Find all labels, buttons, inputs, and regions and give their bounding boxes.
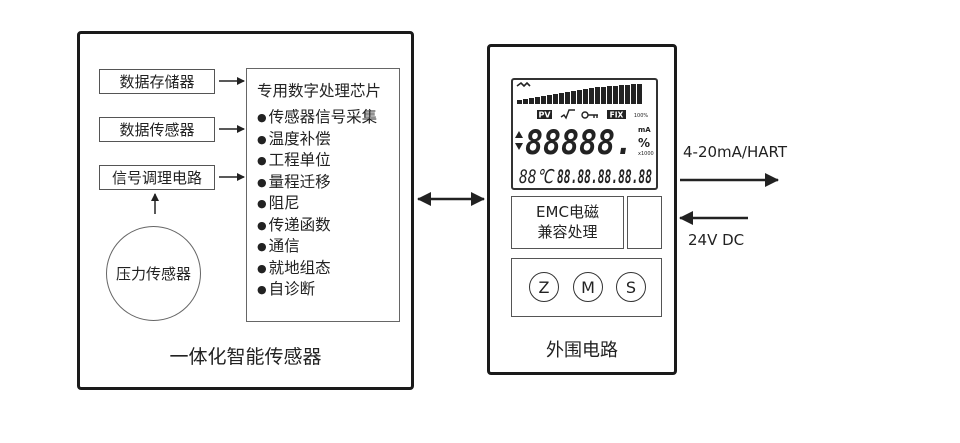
chip-function-item: 工程单位 [257,150,399,172]
lcd-graphic: PV FIX 100% 88888. mA % x1000 88℃ 88.88.… [515,81,654,188]
data-memory-box: 数据存储器 [99,69,215,94]
lcd-bargraph [516,81,642,104]
dsp-chip-box: 专用数字处理芯片 传感器信号采集 温度补偿 工程单位 量程迁移 阻尼 传递函数 … [246,68,400,322]
s-button[interactable]: S [616,272,646,302]
lcd-display: PV FIX 100% 88888. mA % x1000 88℃ 88.88.… [511,78,658,190]
lcd-percent100: 100% [634,113,649,119]
chip-function-item: 通信 [257,236,399,258]
output-signal-label: 4-20mA/HART [683,143,788,161]
z-button[interactable]: Z [529,272,559,302]
m-button[interactable]: M [573,272,603,302]
lcd-temp: 88℃ [519,166,555,188]
emc-line1: EMC电磁 [536,203,599,221]
signal-conditioning-box: 信号调理电路 [99,165,215,190]
lcd-fix-tag: FIX [610,111,624,120]
lcd-unit-ma: mA [638,126,651,134]
chip-function-item: 就地组态 [257,258,399,280]
data-sensor-label: 数据传感器 [119,121,195,139]
lcd-pv-tag: PV [538,111,551,120]
lcd-small-digits: 88.88.88.88.88 [557,166,652,188]
left-module-caption: 一体化智能传感器 [169,346,322,368]
emc-side-box [627,196,662,249]
chip-function-item: 自诊断 [257,279,399,301]
dsp-chip-title: 专用数字处理芯片 [257,82,382,100]
data-memory-label: 数据存储器 [119,73,195,91]
lcd-main-digits: 88888. [525,123,633,163]
pressure-sensor-label: 压力传感器 [115,265,191,283]
chip-function-item: 阻尼 [257,193,399,215]
right-module-caption: 外围电路 [546,340,618,361]
lcd-percent: % [638,136,650,150]
pressure-sensor-circle: 压力传感器 [106,226,201,321]
up-triangle-icon [515,131,523,138]
down-triangle-icon [515,143,523,150]
data-sensor-box: 数据传感器 [99,117,215,142]
emc-line2: 兼容处理 [537,223,598,241]
chip-function-item: 传递函数 [257,215,399,237]
key-icon [581,111,598,119]
sqrt-icon [560,109,575,120]
m-button-label: M [581,277,595,297]
chip-function-list: 传感器信号采集 温度补偿 工程单位 量程迁移 阻尼 传递函数 通信 就地组态 自… [247,107,399,301]
emc-box: EMC电磁 兼容处理 [511,196,624,249]
chip-function-item: 传感器信号采集 [257,107,399,129]
signal-conditioning-label: 信号调理电路 [111,169,202,187]
chip-function-item: 量程迁移 [257,172,399,194]
input-signal-label: 24V DC [688,231,745,249]
s-button-label: S [625,277,637,297]
z-button-label: Z [538,277,550,297]
chip-function-item: 温度补偿 [257,129,399,151]
lcd-x1000: x1000 [638,151,654,157]
